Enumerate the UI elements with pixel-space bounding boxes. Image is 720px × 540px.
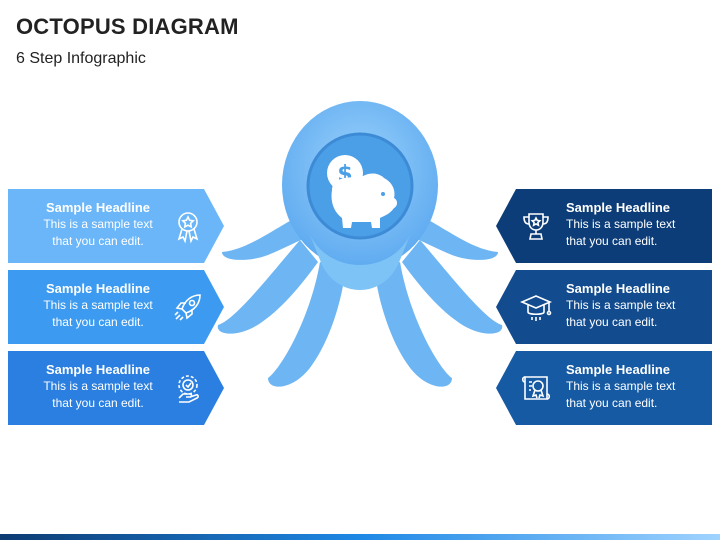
step-4-headline: Sample Headline [566,200,671,215]
step-3-line2: that you can edit. [52,396,144,410]
step-4-line1: This is a sample text [566,217,676,231]
piggy-bank-dollar-icon: $ [327,155,397,228]
step-3-line1: This is a sample text [43,379,153,393]
step-6-line1: This is a sample text [566,379,676,393]
idea-gear-icon [178,375,199,403]
step-2-line1: This is a sample text [43,298,153,312]
rocket-icon [174,294,201,321]
step-5-line1: This is a sample text [566,298,676,312]
certificate-icon [521,376,551,400]
step-card-4-shape [496,189,712,263]
step-6-line2: that you can edit. [566,396,658,410]
step-card-4-text: Sample Headline This is a sample text th… [566,199,706,250]
step-card-5: Sample Headline This is a sample text th… [496,270,712,344]
step-card-1-text: Sample Headline This is a sample text th… [28,199,168,250]
step-card-1: Sample Headline This is a sample text th… [8,189,224,263]
step-card-3-text: Sample Headline This is a sample text th… [28,361,168,412]
step-1-line2: that you can edit. [52,234,144,248]
step-2-line2: that you can edit. [52,315,144,329]
graduation-cap-icon [519,295,553,321]
page-title: OCTOPUS DIAGRAM [16,14,239,39]
bottom-accent-bar [0,534,720,540]
step-5-headline: Sample Headline [566,281,671,296]
step-2-headline: Sample Headline [45,281,151,296]
step-card-3: Sample Headline This is a sample text th… [8,351,224,425]
step-card-6: Sample Headline This is a sample text th… [496,351,712,425]
octopus-body [310,235,410,290]
step-1-headline: Sample Headline [45,200,151,215]
award-ribbon-icon [177,212,199,244]
page-subtitle: 6 Step Infographic [16,50,146,67]
step-1-line1: This is a sample text [43,217,153,231]
step-card-6-shape [496,351,712,425]
step-4-line2: that you can edit. [566,234,658,248]
step-6-headline: Sample Headline [566,362,671,377]
step-5-line2: that you can edit. [566,315,658,329]
step-card-2-text: Sample Headline This is a sample text th… [28,280,168,331]
trophy-icon [523,213,549,240]
step-card-4: Sample Headline This is a sample text th… [496,189,712,263]
step-card-2: Sample Headline This is a sample text th… [8,270,224,344]
step-card-6-text: Sample Headline This is a sample text th… [566,361,706,412]
octopus-tentacles [217,215,503,387]
step-3-headline: Sample Headline [45,362,151,377]
step-card-2-shape [8,270,224,344]
step-card-5-text: Sample Headline This is a sample text th… [566,280,706,331]
